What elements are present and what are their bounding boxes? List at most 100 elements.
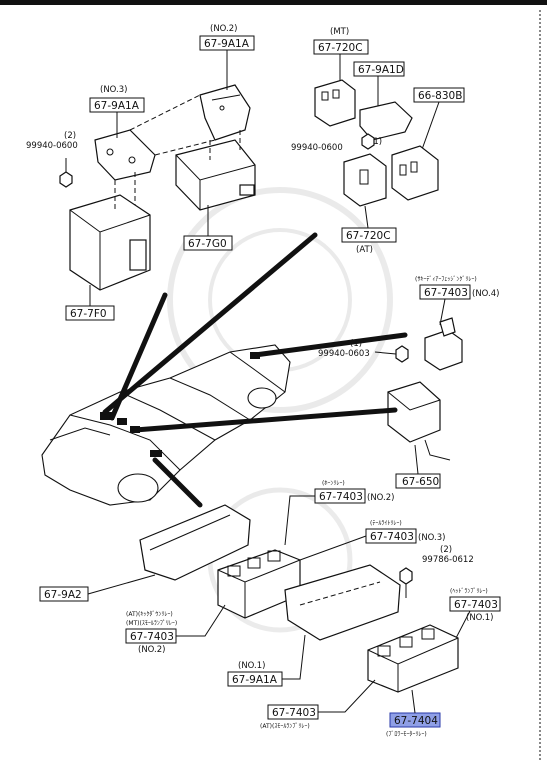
- part-box-650[interactable]: 67-650: [395, 473, 441, 489]
- label-horn-relay-jp: (ﾎｰﾝﾘﾚｰ): [322, 480, 345, 487]
- callout-line-1: [102, 232, 318, 415]
- part-box-7403-no2-left[interactable]: 67-7403: [125, 628, 177, 644]
- bracket-9a2-drawing: [139, 504, 251, 581]
- relay-block-left-drawing: [217, 549, 301, 619]
- label-bolt-right: 99940-0603: [318, 349, 370, 359]
- label-tail-relay-jp: (ﾃｰﾙﾗｲﾄﾘﾚｰ): [370, 520, 402, 527]
- part-number-650: 67-650: [402, 476, 439, 488]
- part-box-7403-no4[interactable]: 67-7403: [419, 284, 471, 300]
- leader-830b: [419, 101, 440, 156]
- leader-720c-at: [364, 205, 369, 229]
- bolt-mid-drawing: [361, 133, 375, 150]
- label-no4: (NO.4): [472, 289, 499, 299]
- bolt-right-leader: [374, 351, 397, 355]
- part-number-7403-no2-top: 67-7403: [319, 491, 363, 503]
- leader-7403-no4: [439, 298, 446, 326]
- label-bolt-mid: 99940-0600: [291, 143, 343, 153]
- label-mt: (MT): [330, 27, 349, 37]
- relay-720c-mt-drawing: [314, 79, 356, 127]
- part-number-9a1d: 67-9A1D: [358, 64, 404, 76]
- bolt-lower-drawing: [399, 567, 413, 598]
- label-no3-left: (NO.3): [100, 85, 127, 95]
- label-mt-relay-jp: (MT)(ｽﾓｰﾙﾗﾝﾌﾟﾘﾚｰ): [126, 620, 177, 627]
- label-bolt-lower: 99786-0612: [422, 555, 474, 565]
- leader-7403-no1: [454, 610, 471, 641]
- label-small-lamp-jp: (AT)(ｽﾓｰﾙﾗﾝﾌﾟﾘﾚｰ): [260, 723, 310, 730]
- part-number-7403-small: 67-7403: [272, 707, 316, 719]
- part-box-830b[interactable]: 66-830B: [413, 87, 465, 103]
- label-no2-left: (NO.2): [138, 645, 165, 655]
- label-at: (AT): [356, 245, 373, 255]
- label-blower-relay-jp: (ﾌﾞﾛﾜｰﾓｰﾀｰﾘﾚｰ): [386, 731, 427, 738]
- part-box-7403-no3[interactable]: 67-7403: [365, 528, 417, 544]
- label-bolt-left: 99940-0600: [26, 141, 78, 151]
- relay-no4-drawing: [424, 317, 463, 371]
- leader-dash-1: [129, 94, 201, 131]
- part-box-7g0[interactable]: 67-7G0: [183, 235, 233, 251]
- part-number-9a1a-no3: 67-9A1A: [94, 100, 140, 112]
- callout-line-5: [152, 457, 203, 508]
- bracket-no3-drawing: [94, 129, 156, 181]
- part-box-7404[interactable]: 67-7404: [389, 712, 441, 728]
- leader-dash-2: [154, 139, 216, 156]
- relay-830b-drawing: [391, 145, 439, 201]
- unit-650-drawing: [387, 381, 451, 461]
- part-number-720c-at: 67-720C: [346, 230, 391, 242]
- part-box-7403-no1[interactable]: 67-7403: [449, 596, 501, 612]
- leader-7403-small: [318, 679, 376, 713]
- leader-7403-no2-top: [284, 495, 315, 546]
- control-unit-7g0-drawing: [175, 139, 256, 211]
- top-border: [0, 0, 547, 5]
- label-headlamp-relay-jp: (ﾍｯﾄﾞﾗﾝﾌﾟﾘﾚｰ): [450, 588, 488, 595]
- car-illustration: [41, 344, 291, 506]
- relay-block-right-drawing: [367, 624, 459, 693]
- leader-7403-no3: [299, 535, 367, 561]
- label-no3-mid: (NO.3): [418, 533, 445, 543]
- part-box-9a1a-no2[interactable]: 67-9A1A: [199, 35, 255, 51]
- label-bolt-qty-lower: (2): [440, 545, 452, 555]
- bracket-no2-drawing: [199, 84, 251, 141]
- part-number-7403-no4: 67-7403: [424, 287, 468, 299]
- part-box-720c-mt[interactable]: 67-720C: [313, 39, 369, 55]
- part-box-9a1a-no1[interactable]: 67-9A1A: [227, 671, 283, 687]
- part-box-9a1d[interactable]: 67-9A1D: [353, 61, 405, 77]
- callout-line-4: [132, 407, 398, 433]
- part-number-720c-mt: 67-720C: [318, 42, 363, 54]
- leader-7404: [411, 689, 416, 714]
- label-relay-no4-jp: (ｻｷｰﾃﾞｨｱｰﾌｪｯｼﾞﾝｸﾞﾘﾚｰ): [415, 276, 477, 283]
- callout-line-3: [252, 332, 408, 358]
- part-box-7f0[interactable]: 67-7F0: [65, 305, 115, 321]
- part-number-9a1a-no1: 67-9A1A: [232, 674, 278, 686]
- part-number-7404: 67-7404: [394, 715, 438, 727]
- part-number-7403-no3: 67-7403: [370, 531, 414, 543]
- part-number-7g0: 67-7G0: [188, 238, 227, 250]
- bolt-left-drawing: [59, 171, 73, 188]
- part-number-7403-no1: 67-7403: [454, 599, 498, 611]
- part-box-9a1a-no3[interactable]: 67-9A1A: [89, 97, 145, 113]
- part-box-7403-small[interactable]: 67-7403: [267, 704, 319, 720]
- label-no1-left: (NO.1): [238, 661, 265, 671]
- label-no1-right: (NO.1): [466, 613, 493, 623]
- part-number-830b: 66-830B: [418, 90, 462, 102]
- part-box-7403-no2-top[interactable]: 67-7403: [314, 488, 366, 504]
- part-number-9a2: 67-9A2: [44, 589, 82, 601]
- leader-9a2: [87, 574, 156, 595]
- leader-650: [414, 444, 419, 475]
- bracket-lower-drawing: [284, 564, 401, 641]
- label-bolt-qty-left: (2): [64, 131, 76, 141]
- label-no2-top: (NO.2): [210, 24, 237, 34]
- callout-line-2: [109, 292, 168, 421]
- label-bolt-qty-mid: (1): [370, 137, 382, 147]
- bracket-9a1d-drawing: [359, 101, 413, 141]
- leader-9a1a-no1: [282, 634, 306, 680]
- part-number-7403-no2-left: 67-7403: [130, 631, 174, 643]
- part-number-9a1a-no2: 67-9A1A: [204, 38, 250, 50]
- part-box-9a2[interactable]: 67-9A2: [39, 586, 89, 602]
- relay-720c-at-drawing: [343, 153, 387, 207]
- bolt-right-drawing: [395, 345, 409, 363]
- control-unit-7f0-drawing: [69, 194, 151, 291]
- label-at-relay-jp: (AT)(ｷｯｸﾀﾞｳﾝﾘﾚｰ): [126, 611, 173, 618]
- label-no2-mid: (NO.2): [367, 493, 394, 503]
- part-box-720c-at[interactable]: 67-720C: [341, 227, 397, 243]
